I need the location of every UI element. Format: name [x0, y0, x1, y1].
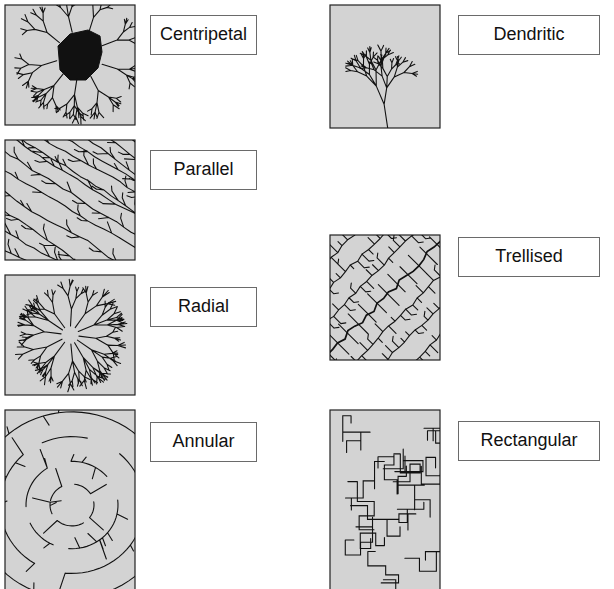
pattern-name: Parallel: [173, 160, 233, 180]
pattern-label-box: Trellised: [458, 237, 600, 277]
pattern-name: Rectangular: [480, 431, 577, 451]
pattern-name: Trellised: [495, 247, 562, 267]
radial-map: [5, 275, 135, 395]
pattern-label-box: Parallel: [150, 150, 257, 190]
pattern-name: Dendritic: [493, 25, 564, 45]
annular-streams: [5, 410, 135, 589]
dendritic-streams: [346, 45, 418, 128]
trellised-main-river: [330, 236, 440, 360]
pattern-name: Annular: [172, 432, 234, 452]
pattern-label-box: Centripetal: [150, 15, 257, 55]
centripetal-streams: [15, 5, 135, 124]
radial-streams: [16, 279, 127, 392]
pattern-label-box: Rectangular: [458, 421, 600, 461]
parallel-map: [5, 140, 135, 260]
pattern-label-box: Annular: [150, 422, 257, 462]
parallel-streams: [5, 140, 135, 260]
pattern-name: Centripetal: [160, 25, 247, 45]
rectangular-streams: [343, 416, 440, 589]
pattern-label-box: Dendritic: [458, 15, 600, 55]
trellised-streams: [330, 235, 440, 360]
pattern-name: Radial: [178, 297, 229, 317]
pattern-label-box: Radial: [150, 287, 257, 327]
lake-basin: [58, 30, 102, 80]
